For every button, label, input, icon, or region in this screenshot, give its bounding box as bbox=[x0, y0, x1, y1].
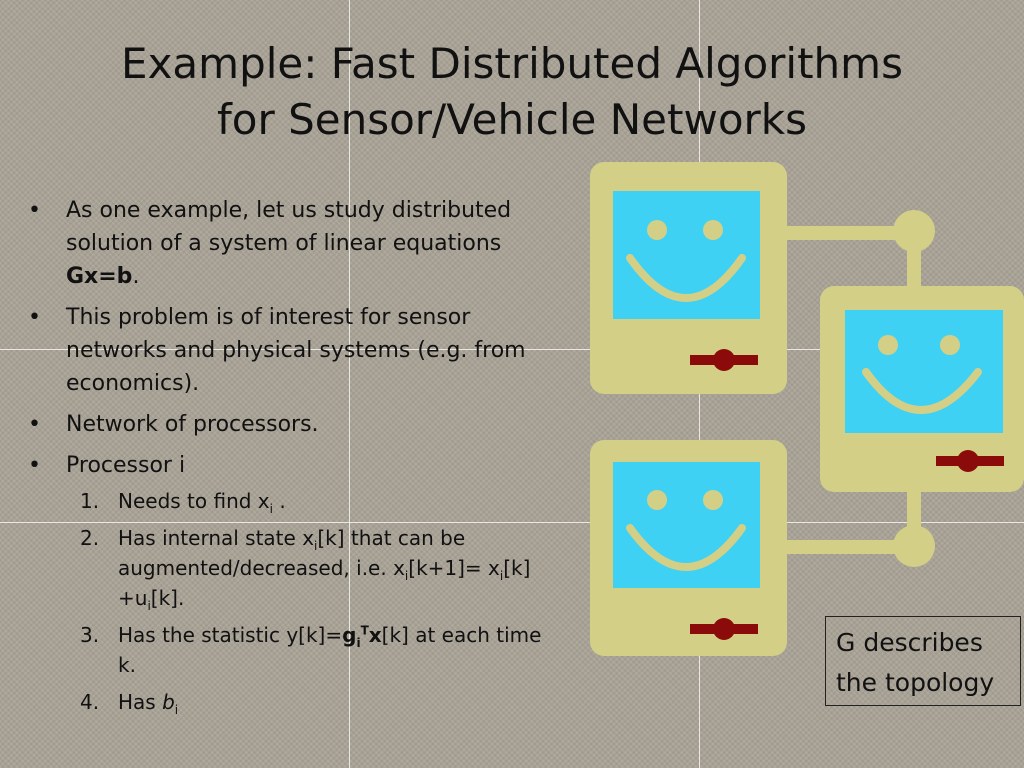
connector-node-icon bbox=[785, 210, 935, 294]
numbered-item: 1.Needs to find xi . bbox=[80, 489, 286, 516]
bullet-item: Processor i 1.Needs to find xi . 2.Has i… bbox=[24, 449, 544, 717]
slide-body: As one example, let us study distributed… bbox=[24, 194, 544, 725]
numbered-item: 2.Has internal state xi[k] that can be a… bbox=[80, 526, 531, 613]
numbered-item: 4.Has bi bbox=[80, 690, 179, 717]
bullet-item: This problem is of interest for sensor n… bbox=[24, 301, 544, 400]
title-line-2: for Sensor/Vehicle Networks bbox=[216, 95, 807, 144]
topology-caption-box: G describes the topology bbox=[825, 616, 1021, 706]
smiley-device-icon bbox=[820, 286, 1024, 492]
numbered-item: 3.Has the statistic y[k]=giTx[k] at each… bbox=[80, 623, 542, 677]
smiley-device-icon bbox=[590, 440, 787, 656]
caption-line-2: the topology bbox=[836, 668, 995, 697]
caption-line-1: G describes bbox=[836, 628, 983, 657]
smiley-device-icon bbox=[590, 162, 787, 394]
processor-network-illustration bbox=[590, 162, 1024, 656]
numbered-list: 1.Needs to find xi . 2.Has internal stat… bbox=[66, 486, 544, 717]
bullet-list: As one example, let us study distributed… bbox=[24, 194, 544, 717]
bullet-item: Network of processors. bbox=[24, 408, 544, 441]
bullet-item: As one example, let us study distributed… bbox=[24, 194, 544, 293]
slide-title: Example: Fast Distributed Algorithms for… bbox=[0, 36, 1024, 148]
connector-node-icon bbox=[785, 488, 935, 567]
title-line-1: Example: Fast Distributed Algorithms bbox=[121, 39, 903, 88]
equation: Gx=b bbox=[66, 264, 133, 289]
